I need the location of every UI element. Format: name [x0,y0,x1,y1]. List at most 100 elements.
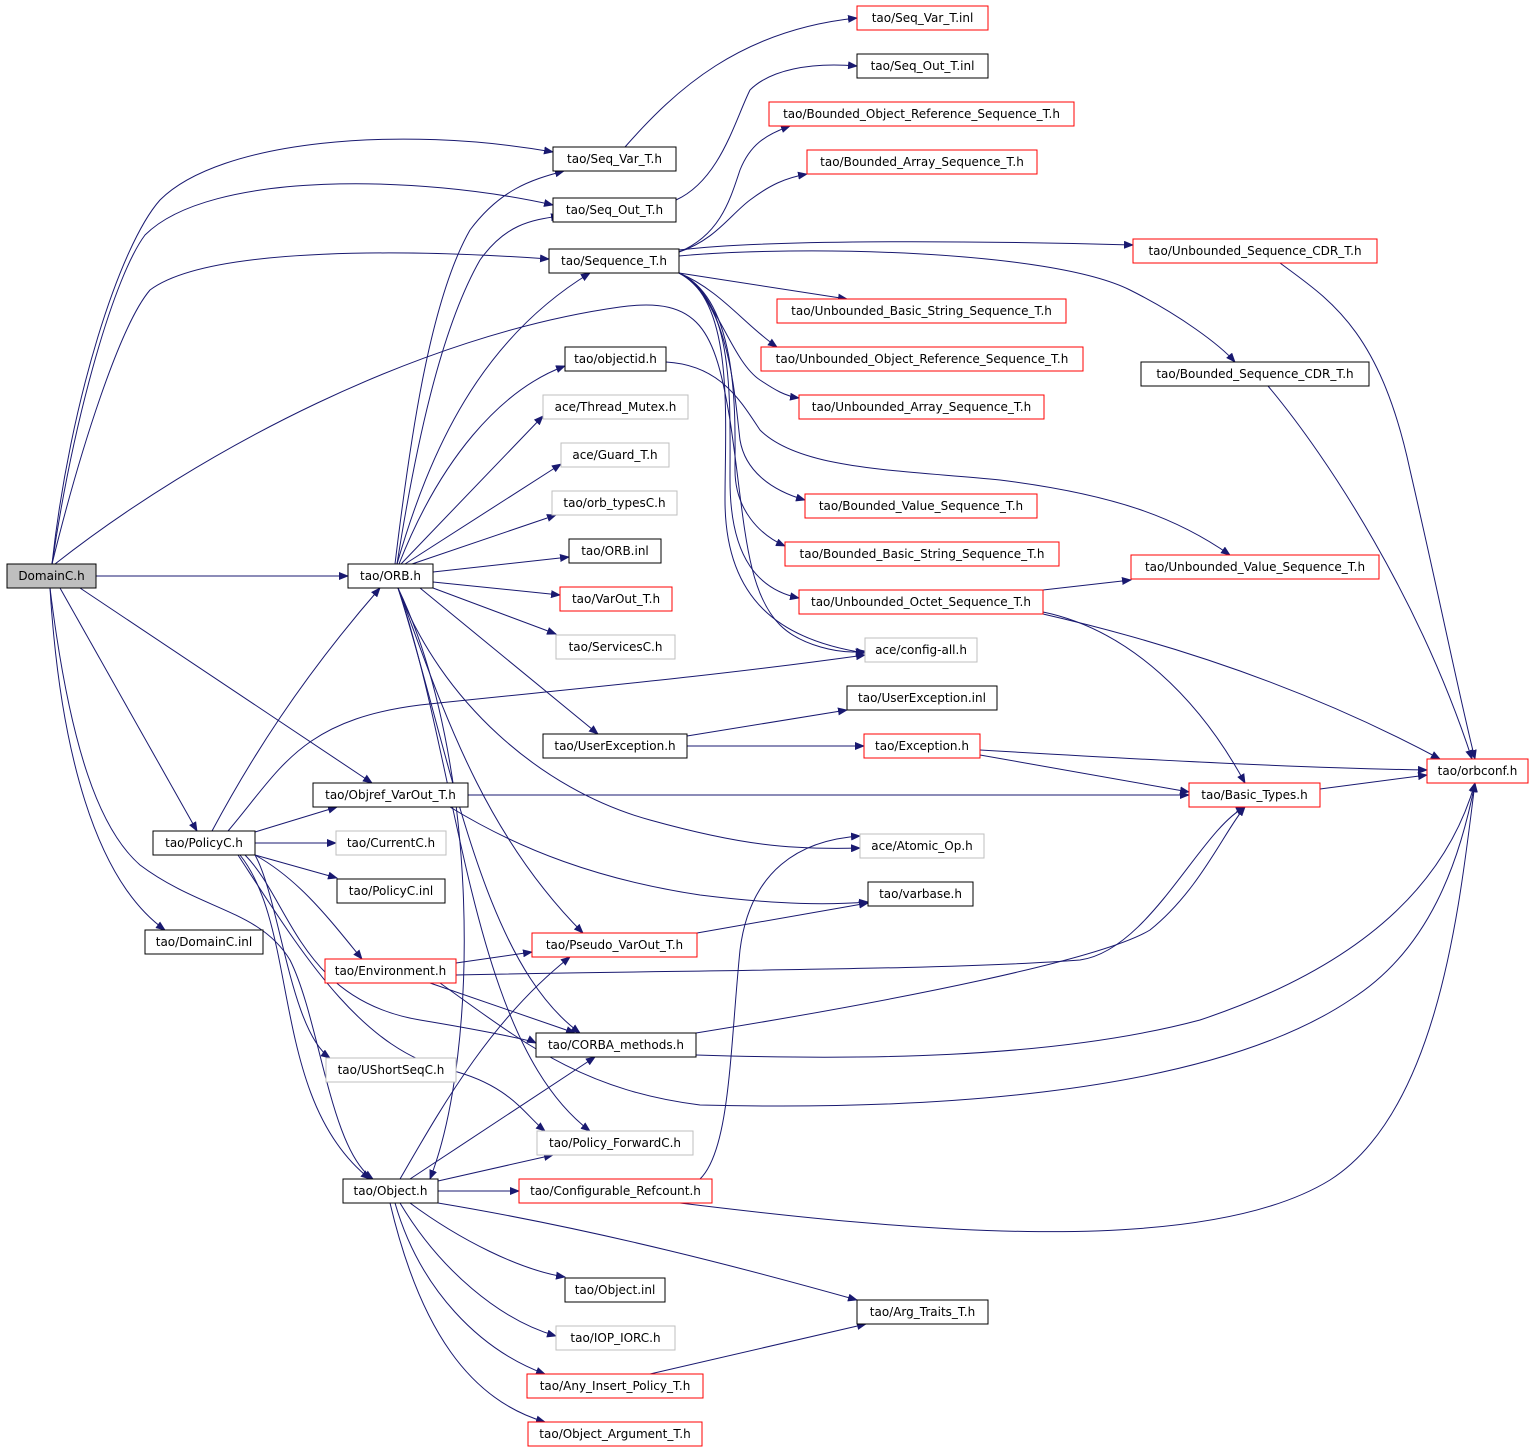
node-tao-seq-out-t-inl[interactable]: tao/Seq_Out_T.inl [856,53,989,79]
node-tao-orbconf-h[interactable]: tao/orbconf.h [1426,758,1529,784]
node-tao-unbounded-value-sequence-t-h[interactable]: tao/Unbounded_Value_Sequence_T.h [1130,554,1380,580]
node-tao-basic-types-h[interactable]: tao/Basic_Types.h [1188,782,1321,808]
edge-tao-orb-h-to-tao-sequence-t-h [396,272,591,565]
node-tao-policy-forwardc-h[interactable]: tao/Policy_ForwardC.h [536,1130,694,1156]
node-ace-guard-t-h[interactable]: ace/Guard_T.h [560,442,670,468]
node-label: tao/Exception.h [875,739,969,753]
node-label: tao/Bounded_Basic_String_Sequence_T.h [800,547,1045,561]
edge-tao-sequence-t-h-to-tao-bounded-sequence-cdr-t-h [678,250,1236,363]
edge-tao-pseudo-varout-t-h-to-tao-varbase-h [696,900,869,934]
node-tao-configurable-refcount-h[interactable]: tao/Configurable_Refcount.h [518,1178,713,1204]
node-tao-currentc-h[interactable]: tao/CurrentC.h [335,830,447,856]
node-tao-seq-out-t-h[interactable]: tao/Seq_Out_T.h [552,197,677,223]
node-tao-any-insert-policy-t-h[interactable]: tao/Any_Insert_Policy_T.h [526,1373,704,1399]
node-tao-seq-var-t-inl[interactable]: tao/Seq_Var_T.inl [856,5,989,31]
node-box [335,830,447,856]
node-ace-config-all-h[interactable]: ace/config-all.h [864,637,978,663]
node-tao-bounded-array-sequence-t-h[interactable]: tao/Bounded_Array_Sequence_T.h [806,149,1038,175]
node-label: tao/Bounded_Array_Sequence_T.h [820,155,1024,169]
edge-tao-object-h-to-tao-any-insert-policy-t-h [394,1202,546,1375]
edge-tao-policyc-h-to-tao-objref-varout-t-h [254,805,338,833]
node-label: tao/varbase.h [879,887,962,901]
node-label: tao/orb_typesC.h [563,496,665,510]
edge-tao-environment-h-to-tao-basic-types-h [455,806,1246,976]
node-label: tao/Unbounded_Octet_Sequence_T.h [811,595,1031,609]
node-tao-orb-h[interactable]: tao/ORB.h [347,563,434,589]
node-label: tao/DomainC.inl [156,935,252,949]
node-box [768,101,1075,127]
node-tao-sequence-t-h[interactable]: tao/Sequence_T.h [548,248,680,274]
node-tao-object-h[interactable]: tao/Object.h [342,1178,439,1204]
node-label: tao/Unbounded_Array_Sequence_T.h [812,400,1031,414]
edge-tao-sequence-t-h-to-ace-config-all-h [678,272,866,656]
edge-tao-sequence-t-h-to-tao-unbounded-object-reference-sequence-t-h [678,272,778,348]
node-tao-policyc-inl[interactable]: tao/PolicyC.inl [336,878,446,904]
node-ace-atomic-op-h[interactable]: ace/Atomic_Op.h [859,833,985,859]
node-tao-ushortseqc-h[interactable]: tao/UShortSeqC.h [325,1057,457,1083]
node-box [760,346,1084,372]
node-label: tao/Bounded_Value_Sequence_T.h [819,499,1023,513]
node-tao-policyc-h[interactable]: tao/PolicyC.h [152,830,256,856]
node-label: tao/Policy_ForwardC.h [549,1136,681,1150]
node-tao-arg-traits-t-h[interactable]: tao/Arg_Traits_T.h [856,1299,989,1325]
node-box [1140,361,1370,387]
node-label: tao/IOP_IORC.h [570,1331,660,1345]
node-tao-bounded-basic-string-sequence-t-h[interactable]: tao/Bounded_Basic_String_Sequence_T.h [784,541,1060,567]
node-tao-userexception-h[interactable]: tao/UserException.h [542,733,688,759]
edge-tao-configurable-refcount-h-to-ace-atomic-op-h [699,832,861,1180]
node-tao-varbase-h[interactable]: tao/varbase.h [867,881,974,907]
edge-tao-environment-h-to-tao-corba-methods-h [429,982,576,1034]
node-box [312,782,469,808]
node-tao-corba-methods-h[interactable]: tao/CORBA_methods.h [535,1032,697,1058]
node-tao-objref-varout-t-h[interactable]: tao/Objref_VarOut_T.h [312,782,469,808]
node-box [863,733,981,759]
node-tao-objectid-h[interactable]: tao/objectid.h [564,346,667,372]
edge-domainc-h-to-tao-domainc-inl [49,587,166,931]
node-tao-unbounded-array-sequence-t-h[interactable]: tao/Unbounded_Array_Sequence_T.h [798,394,1045,420]
node-label: tao/Arg_Traits_T.h [870,1305,975,1319]
edge-tao-sequence-t-h-to-tao-bounded-value-sequence-t-h [678,272,806,502]
node-label: tao/VarOut_T.h [572,592,660,606]
edge-tao-sequence-t-h-to-tao-unbounded-octet-sequence-t-h [678,272,800,601]
node-box [551,490,678,516]
edge-tao-object-h-to-tao-corba-methods-h [409,1056,596,1180]
node-tao-servicesc-h[interactable]: tao/ServicesC.h [555,634,676,660]
node-label: tao/Unbounded_Sequence_CDR_T.h [1148,244,1361,258]
node-tao-orb-typesc-h[interactable]: tao/orb_typesC.h [551,490,678,516]
node-tao-orb-inl[interactable]: tao/ORB.inl [568,538,662,564]
node-tao-unbounded-basic-string-sequence-t-h[interactable]: tao/Unbounded_Basic_String_Sequence_T.h [776,298,1067,324]
edge-tao-orb-h-to-tao-objectid-h [398,365,566,565]
node-tao-domainc-inl[interactable]: tao/DomainC.inl [144,929,264,955]
edge-tao-policyc-h-to-ace-config-all-h [227,652,866,832]
node-label: tao/Objref_VarOut_T.h [325,788,456,802]
node-tao-varout-t-h[interactable]: tao/VarOut_T.h [559,586,673,612]
node-label: tao/Seq_Var_T.inl [872,11,974,25]
node-tao-unbounded-octet-sequence-t-h[interactable]: tao/Unbounded_Octet_Sequence_T.h [798,589,1044,615]
node-tao-iop-iorc-h[interactable]: tao/IOP_IORC.h [555,1325,676,1351]
edge-tao-exception-h-to-tao-basic-types-h [979,754,1190,795]
node-box [336,878,446,904]
node-box [518,1178,713,1204]
edge-tao-orb-h-to-tao-policy-forwardc-h [397,587,591,1132]
node-box [526,1373,704,1399]
node-tao-environment-h[interactable]: tao/Environment.h [324,958,457,984]
node-tao-bounded-sequence-cdr-t-h[interactable]: tao/Bounded_Sequence_CDR_T.h [1140,361,1370,387]
node-tao-object-argument-t-h[interactable]: tao/Object_Argument_T.h [527,1421,703,1447]
edge-tao-seq-out-t-h-to-tao-seq-out-t-inl [675,61,858,201]
node-tao-unbounded-object-reference-sequence-t-h[interactable]: tao/Unbounded_Object_Reference_Sequence_… [760,346,1084,372]
include-edges [49,14,1478,1424]
node-tao-bounded-value-sequence-t-h[interactable]: tao/Bounded_Value_Sequence_T.h [804,493,1038,519]
node-label: tao/Any_Insert_Policy_T.h [540,1379,691,1393]
node-tao-pseudo-varout-t-h[interactable]: tao/Pseudo_VarOut_T.h [531,932,698,958]
node-tao-exception-h[interactable]: tao/Exception.h [863,733,981,759]
node-tao-userexception-inl[interactable]: tao/UserException.inl [846,685,998,711]
node-box [527,1421,703,1447]
node-tao-unbounded-sequence-cdr-t-h[interactable]: tao/Unbounded_Sequence_CDR_T.h [1132,238,1378,264]
node-ace-thread-mutex-h[interactable]: ace/Thread_Mutex.h [542,394,689,420]
node-box [1426,758,1529,784]
node-tao-bounded-object-reference-sequence-t-h[interactable]: tao/Bounded_Object_Reference_Sequence_T.… [768,101,1075,127]
node-label: tao/ORB.inl [581,544,649,558]
node-tao-object-inl[interactable]: tao/Object.inl [564,1277,666,1303]
node-tao-seq-var-t-h[interactable]: tao/Seq_Var_T.h [552,146,677,172]
edge-tao-configurable-refcount-h-to-tao-orbconf-h [679,782,1478,1233]
